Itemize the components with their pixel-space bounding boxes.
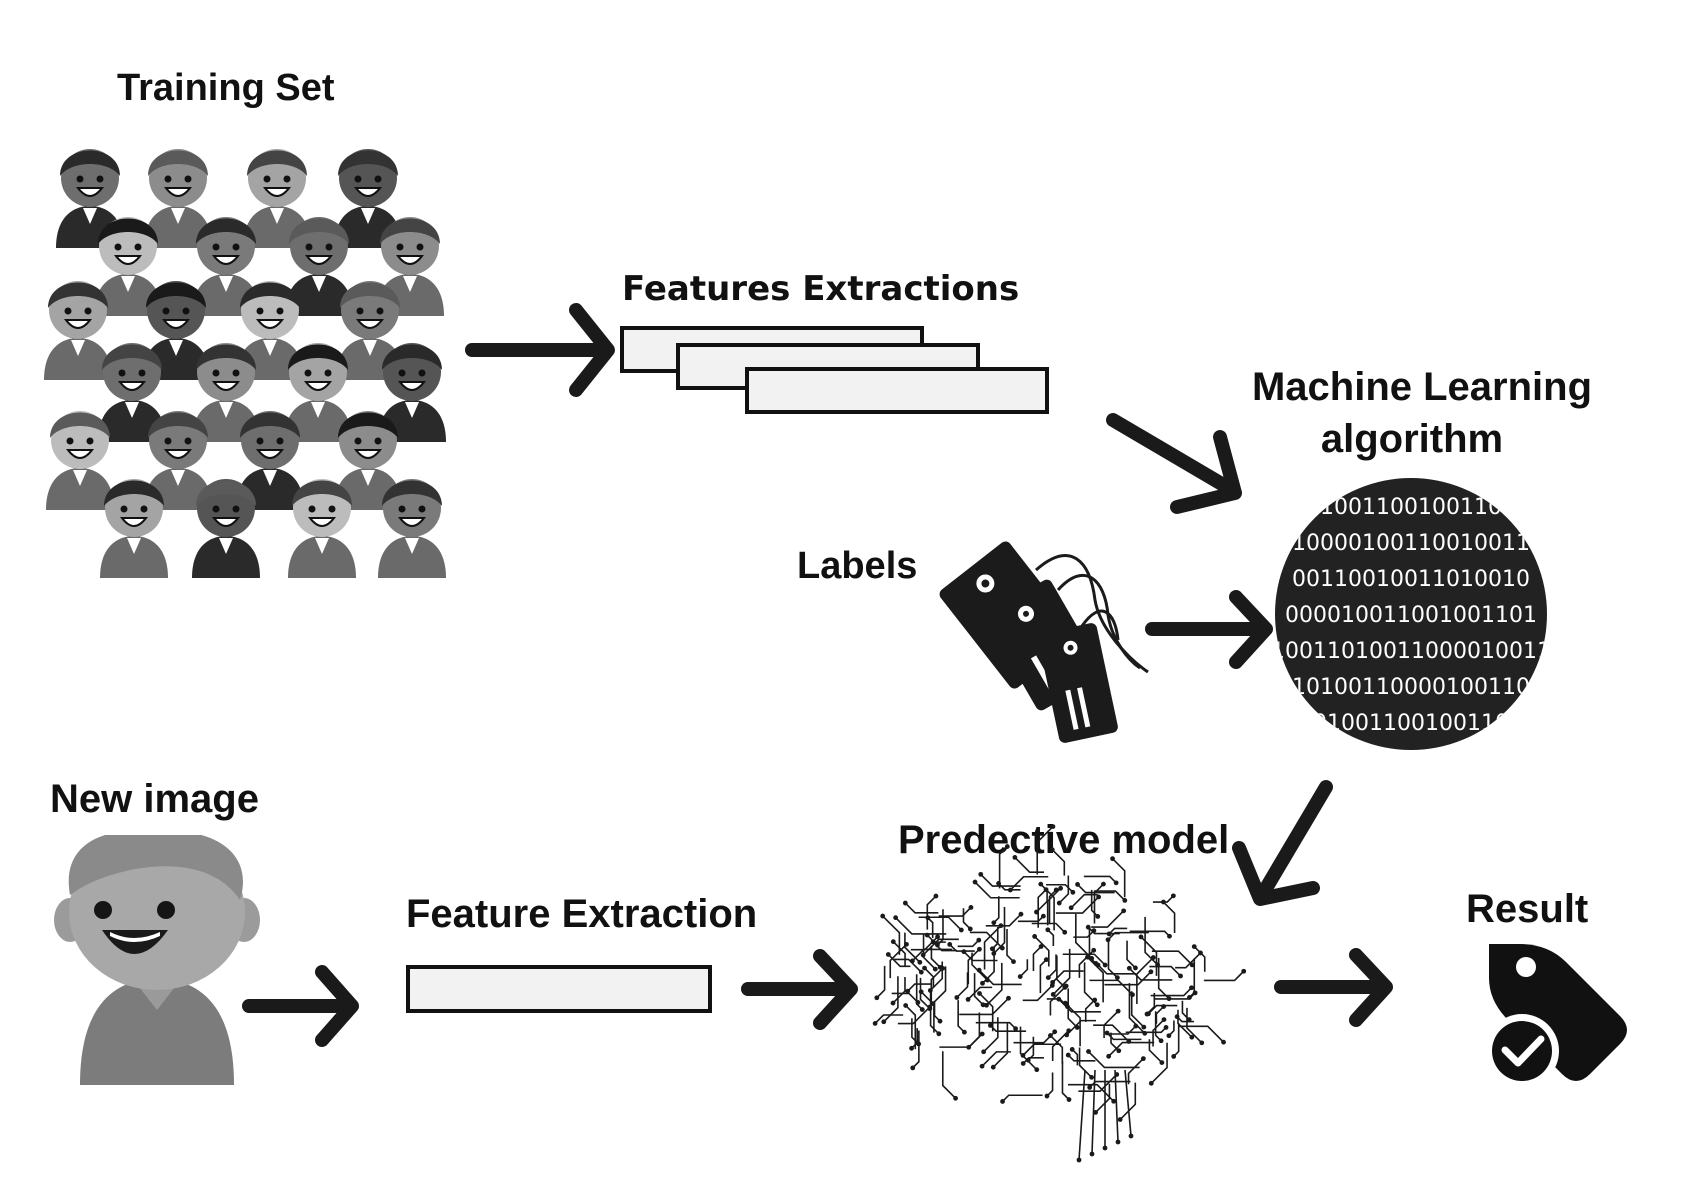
feature-vector-box-3 [745, 367, 1049, 414]
arrow-labels-to-ml [1145, 590, 1273, 669]
binary-row: 10100110000100110 [1292, 675, 1530, 700]
person-face-icon [334, 149, 402, 248]
person-face-icon [192, 479, 260, 578]
people-crowd-icon [44, 149, 446, 578]
features-extractions-label: Features Extractions [622, 269, 1019, 309]
feature-vector-box-single [406, 965, 712, 1013]
person-face-icon [336, 281, 404, 380]
person-face-icon [284, 343, 352, 442]
ml-algorithm-label-line1: Machine Learning [1252, 365, 1592, 409]
feature-extraction-label: Feature Extraction [406, 892, 757, 936]
predictive-model-label: Predective model [898, 818, 1229, 862]
binary-row: 1001100100110 [1320, 495, 1502, 520]
person-face-icon [236, 281, 304, 380]
person-face-icon [94, 217, 162, 316]
arrow-crowd-to-features [465, 303, 615, 397]
binary-code-sphere-icon: 1001100100110 10000100110010011 00110010… [1271, 478, 1551, 750]
person-avatar-icon [54, 835, 260, 1085]
person-face-icon [44, 281, 112, 380]
binary-row: 0010011001001100 [1299, 711, 1523, 736]
person-face-icon [376, 217, 444, 316]
tag-check-icon [1485, 944, 1627, 1088]
person-face-icon [98, 343, 166, 442]
person-face-icon [285, 217, 353, 316]
binary-row: 000010011001001101 [1285, 603, 1537, 628]
ml-algorithm-label-line2: algorithm [1321, 417, 1503, 461]
binary-row: 10011010011000010011 [1271, 639, 1551, 664]
arrow-model-to-result [1274, 948, 1393, 1027]
circuit-brain-icon [872, 824, 1247, 1163]
person-face-icon [378, 479, 446, 578]
arrow-features-to-ml [1106, 413, 1242, 514]
person-face-icon [192, 343, 260, 442]
training-set-label: Training Set [117, 67, 335, 109]
price-tags-icon [939, 541, 1149, 743]
person-face-icon [46, 411, 114, 510]
result-label: Result [1466, 887, 1588, 931]
person-face-icon [100, 479, 168, 578]
person-face-icon [144, 149, 212, 248]
labels-label: Labels [797, 545, 917, 587]
binary-row: 00110010011010010 [1292, 567, 1530, 592]
feature-vectors-stack [620, 326, 1049, 414]
person-face-icon [288, 479, 356, 578]
binary-row: 10000100110010011 [1292, 531, 1530, 556]
arrow-ml-to-model [1232, 780, 1333, 906]
new-image-label: New image [50, 777, 259, 821]
arrow-newimage-to-feature [242, 965, 359, 1047]
arrow-feature-to-model [741, 949, 858, 1030]
person-face-icon [56, 149, 124, 248]
